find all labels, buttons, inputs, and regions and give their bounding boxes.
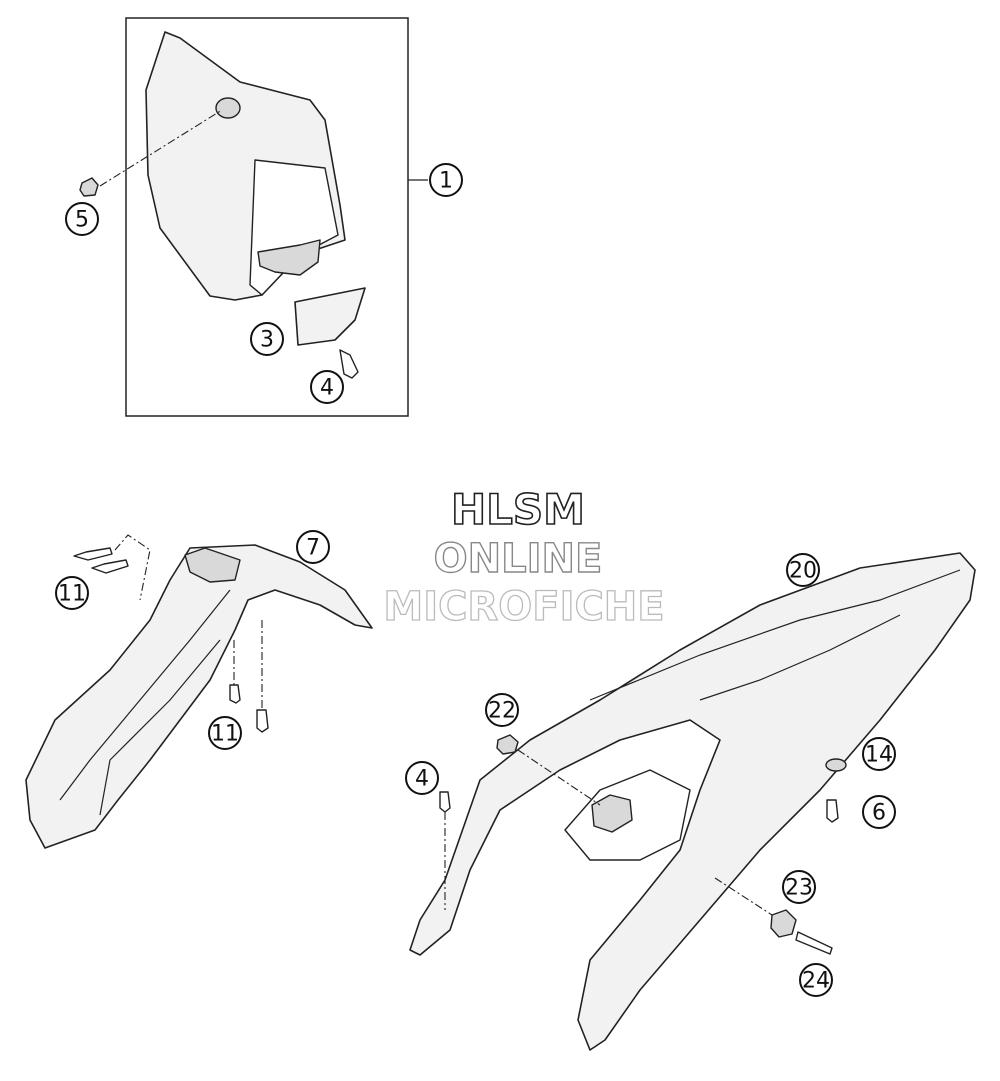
bolt-24	[795, 931, 833, 955]
svg-text:5: 5	[75, 208, 89, 233]
callout-22: 22	[485, 693, 519, 727]
svg-text:22: 22	[488, 699, 516, 724]
callouts: 1 3 4 5 7 11 11 20 22 4 14 6 23 24	[55, 163, 896, 997]
callout-24: 24	[799, 963, 833, 997]
front-fender-mount	[184, 547, 241, 583]
nut-22-leader	[517, 749, 601, 806]
nut-23-leader	[714, 877, 773, 916]
callout-11-left: 11	[55, 576, 89, 610]
nut-23	[770, 909, 797, 938]
bolt-11-a	[73, 547, 113, 561]
svg-text:11: 11	[211, 722, 239, 747]
svg-text:24: 24	[802, 969, 830, 994]
watermark-line-1: HLSM	[451, 485, 585, 534]
plate-clip	[257, 239, 321, 276]
rear-fender-group	[409, 552, 976, 1051]
nut-22	[496, 734, 519, 755]
bolt-11-b	[91, 559, 129, 574]
rear-fender	[409, 552, 976, 1051]
watermark-line-3: MICROFICHE	[383, 584, 664, 630]
front-fender-ridge-2	[99, 639, 221, 816]
callout-3: 3	[250, 322, 284, 356]
nut-5-leader	[99, 109, 223, 187]
svg-text:4: 4	[320, 376, 334, 401]
number-plate-group	[79, 17, 428, 417]
front-fender	[25, 544, 373, 849]
front-fender-group	[25, 534, 373, 849]
callout-20: 20	[786, 553, 820, 587]
screw-4-top	[339, 349, 359, 379]
callout-11-bottom: 11	[208, 716, 242, 750]
front-fender-ridge	[59, 589, 231, 801]
callout-5: 5	[65, 202, 99, 236]
svg-text:7: 7	[306, 536, 320, 561]
svg-text:3: 3	[260, 328, 274, 353]
svg-text:20: 20	[789, 559, 817, 584]
nut-5	[79, 177, 99, 197]
svg-text:11: 11	[58, 582, 86, 607]
callout-4-rear: 4	[405, 761, 439, 795]
callout-7: 7	[296, 530, 330, 564]
callout-14: 14	[862, 737, 896, 771]
callout-1: 1	[429, 163, 463, 197]
rear-fender-ridge	[589, 569, 961, 701]
rear-fender-ridge-2	[699, 614, 901, 701]
bolt-11-d	[256, 709, 269, 733]
screw-6	[826, 799, 839, 823]
watermark-line-2: ONLINE	[434, 536, 603, 582]
screw-4-rear	[439, 791, 451, 813]
watermark: HLSM ONLINE MICROFICHE	[383, 484, 666, 630]
svg-text:14: 14	[865, 743, 893, 768]
rubber-strap	[294, 287, 366, 346]
assembly-box	[125, 17, 409, 417]
callout-6: 6	[862, 795, 896, 829]
rear-nut-cage	[591, 794, 633, 833]
bolt-11-c	[229, 684, 241, 704]
svg-text:6: 6	[872, 801, 886, 826]
callout-4-top: 4	[310, 370, 344, 404]
svg-text:1: 1	[439, 169, 453, 194]
callout-23: 23	[782, 870, 816, 904]
plate-mount-hole	[215, 97, 241, 119]
grommet-14	[825, 758, 847, 772]
svg-text:23: 23	[785, 876, 813, 901]
bolt-11-leader	[114, 534, 151, 601]
svg-text:4: 4	[415, 767, 429, 792]
